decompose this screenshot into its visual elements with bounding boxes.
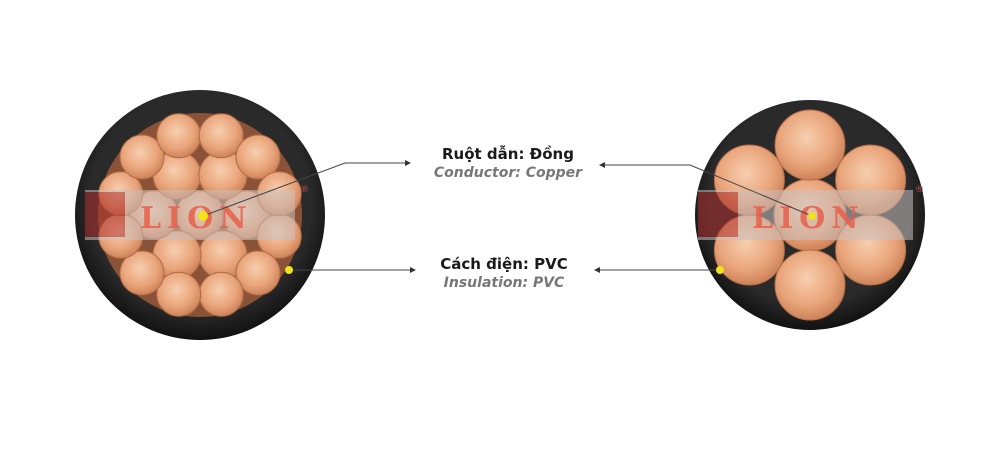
- conductor-label: Ruột dẫn: Đồng Conductor: Copper: [388, 145, 628, 183]
- watermark-logo-right: [698, 190, 913, 240]
- watermark-logo-left: [85, 190, 295, 240]
- leader-lines: [202, 160, 813, 273]
- stranded-cable-cross-section: [75, 90, 325, 340]
- copper-strand: [119, 134, 165, 180]
- insulation-pointer-dot: [716, 266, 724, 274]
- conductor-pointer-dot: [808, 212, 816, 220]
- copper-strand: [198, 113, 244, 159]
- insulation-label-en: Insulation: PVC: [443, 275, 565, 291]
- copper-strand: [774, 249, 846, 321]
- conductor-label-vi: Ruột dẫn: Đồng: [442, 145, 574, 163]
- copper-strand: [156, 271, 202, 317]
- svg-text:®: ®: [300, 185, 309, 195]
- conductor-label-en: Conductor: Copper: [433, 165, 583, 181]
- copper-strand: [119, 250, 165, 296]
- copper-strand: [198, 271, 244, 317]
- copper-strand: [774, 109, 846, 181]
- copper-strand: [235, 134, 281, 180]
- watermark-text: LION: [752, 201, 865, 236]
- conductor-pointer-dot: [198, 211, 208, 221]
- insulation-pointer-dot: [285, 266, 293, 274]
- copper-strand: [235, 250, 281, 296]
- svg-text:®: ®: [915, 185, 924, 195]
- insulation-label: Cách điện: PVC Insulation: PVC: [384, 255, 624, 293]
- copper-strand: [156, 113, 202, 159]
- insulation-label-vi: Cách điện: PVC: [440, 255, 568, 273]
- watermark-text: LION: [140, 201, 253, 236]
